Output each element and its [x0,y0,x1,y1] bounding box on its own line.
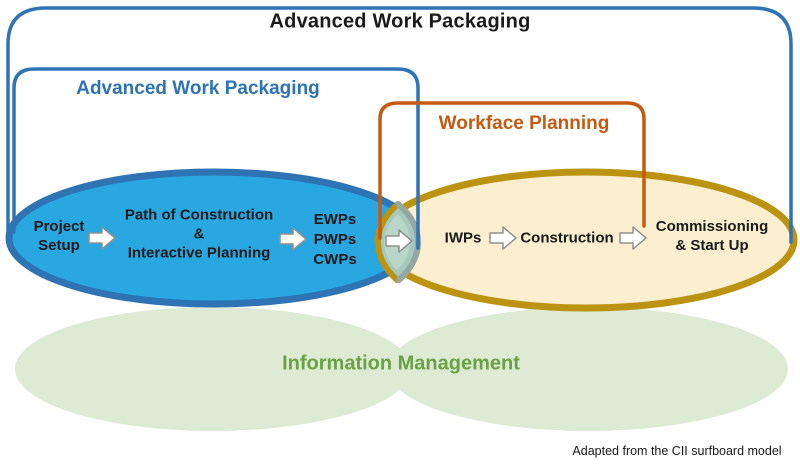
stage-construction: Construction [520,229,614,247]
flow-arrow-icon [619,226,647,250]
flow-arrow-icon [385,229,413,253]
information-management-ellipse-left [15,307,411,431]
stage-commissioning-startup: Commissioning & Start Up [655,218,769,254]
workface-planning-bracket [378,101,646,240]
awp-bracket-title: Advanced Work Packaging [76,78,320,99]
source-footnote: Adapted from the CII surfboard model [572,444,782,458]
flow-arrow-icon [279,227,307,251]
outer-awp-bracket [6,6,793,244]
information-management-ellipse-right [388,307,788,431]
flow-arrow-icon [88,226,116,250]
inner-awp-bracket [12,67,420,250]
stage-iwps: IWPs [444,229,482,247]
page-title: Advanced Work Packaging [269,10,531,33]
workface-bracket-title: Workface Planning [438,113,610,134]
stage-path-of-construction: Path of Construction & Interactive Plann… [124,206,274,262]
overlap-gold-arc [374,201,401,283]
stage-work-packages: EWPs PWPs CWPs [313,211,357,268]
information-management-title: Information Management [282,352,520,375]
flow-arrow-icon [489,226,517,250]
stage-project-setup: Project Setup [33,218,85,254]
